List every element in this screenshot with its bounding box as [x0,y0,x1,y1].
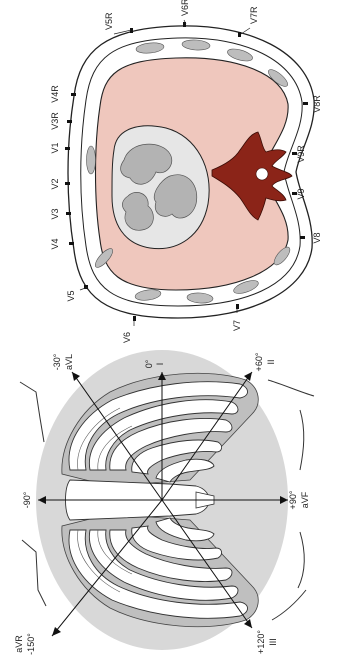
electrode-v4r [71,93,76,96]
electrode-v8 [300,236,305,239]
body-contour [298,532,304,588]
angle-label-minus90: -90° [22,491,32,508]
leader-line [241,28,250,34]
electrode-v2 [65,182,70,185]
lead-label-avl: aVL [64,354,74,370]
lead-label-v5: V5 [66,290,76,301]
arrowhead-aVR [52,627,61,636]
body-contour [300,410,304,470]
electrode-v4 [69,242,74,245]
lead-label-v6r: V6R [180,0,190,16]
angle-label-plus90: +90° [288,490,298,509]
lead-label-ii: II [266,359,276,364]
lead-label-v5r: V5R [104,12,114,30]
electrode-v3 [66,212,71,215]
angle-label-minus150: -150° [26,633,36,655]
electrode-v7r [238,32,241,37]
angle-label-0: 0° [144,359,154,368]
electrode-v3r [67,120,72,123]
lead-label-v1: V1 [50,142,60,153]
electrode-v1 [65,147,70,150]
lead-label-v9r: V9R [296,145,306,163]
lead-label-v2: V2 [50,178,60,189]
clavicle-line [22,540,46,606]
electrode-v7 [236,304,239,309]
lead-label-i: I [155,363,165,366]
arrowhead-aVL [72,372,80,381]
shoulder-line [272,590,306,620]
muscle-pod [87,146,96,174]
angle-label-minus30: -30° [52,353,62,370]
shoulder-line [268,380,314,396]
angle-label-plus60: +60° [254,352,264,371]
lead-label-iii: III [268,638,278,646]
lead-label-v3r: V3R [50,112,60,130]
electrode-v8r [303,102,308,105]
electrode-v6 [133,316,136,321]
lead-label-v7: V7 [232,320,242,331]
electrode-v5r [130,28,133,33]
lead-label-avf: aVF [300,491,310,508]
horizontal-plane-cross-section: V4R V3R V1 V2 V3 V4 V5 V6 V7 V7R V8 V9 V… [50,0,322,343]
lead-label-v8: V8 [312,232,322,243]
lead-label-v3: V3 [50,208,60,219]
lead-label-v4: V4 [50,238,60,249]
lead-label-v9: V9 [296,188,306,199]
spinal-canal [256,168,268,180]
angle-label-plus120: +120° [256,630,266,654]
lead-label-v8r: V8R [312,95,322,113]
lead-label-v6: V6 [122,332,132,343]
clavicle-line [20,382,44,442]
lead-label-v4r: V4R [50,85,60,103]
lead-label-v7r: V7R [249,6,259,24]
lead-label-avr: aVR [14,635,24,653]
frontal-plane-chest: -150° aVR -90° -30° aVL 0° I +60° II +90… [14,350,314,655]
